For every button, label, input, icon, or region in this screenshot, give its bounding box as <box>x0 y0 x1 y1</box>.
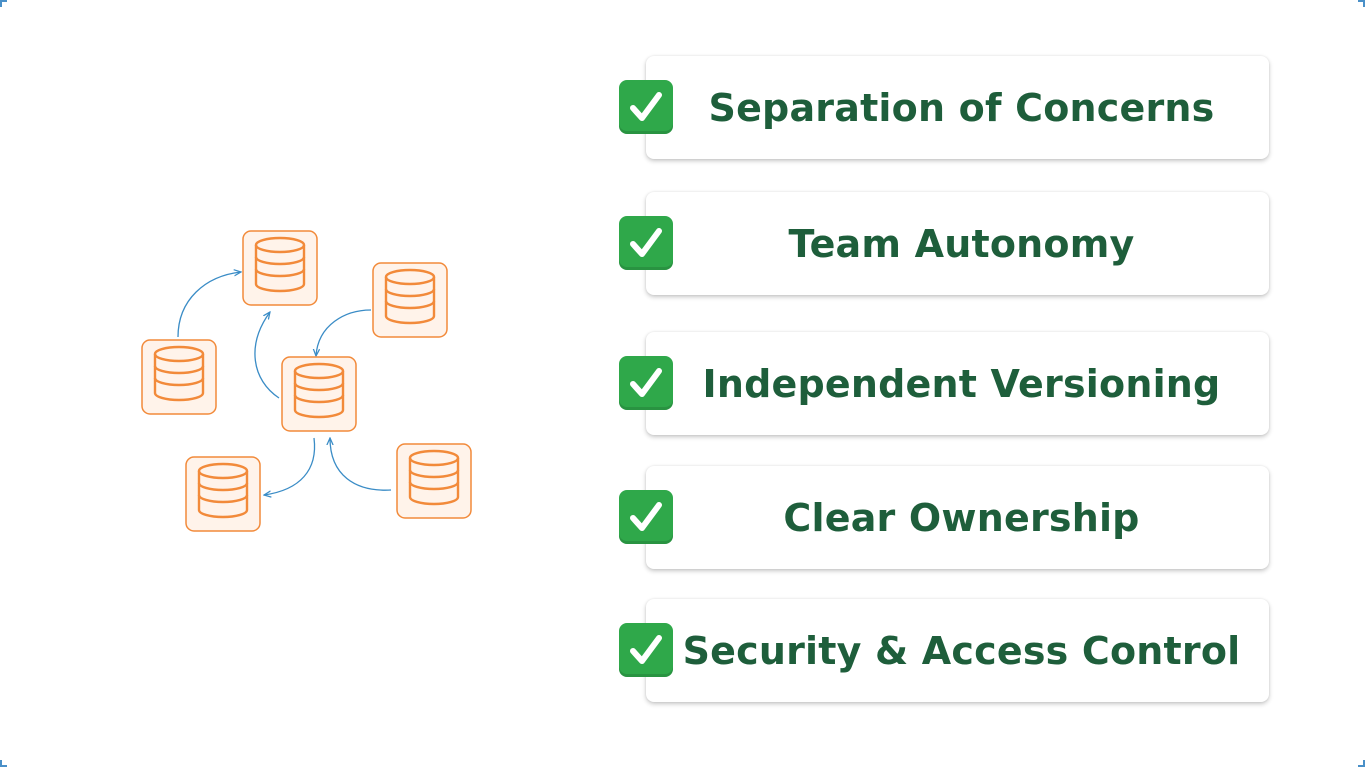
database-icon <box>242 230 318 306</box>
database-icon <box>281 356 357 432</box>
benefit-label: Clear Ownership <box>783 495 1140 540</box>
slide-corner-marker <box>1358 760 1365 767</box>
benefit-card: Separation of Concerns <box>646 56 1269 159</box>
check-mark-icon <box>619 356 673 410</box>
slide-corner-marker <box>1358 0 1365 7</box>
check-mark-icon <box>619 80 673 134</box>
dependency-arrow <box>264 437 316 495</box>
benefit-label: Separation of Concerns <box>708 85 1215 130</box>
slide-corner-marker <box>0 0 7 7</box>
dependency-arrow <box>316 309 372 356</box>
check-mark-icon <box>619 216 673 270</box>
slide-corner-marker <box>0 760 7 767</box>
database-icon <box>141 339 217 415</box>
database-icon <box>185 456 261 532</box>
check-mark-icon <box>619 490 673 544</box>
dependency-arrow <box>330 438 392 491</box>
database-icon <box>396 443 472 519</box>
benefit-card: Clear Ownership <box>646 466 1269 569</box>
benefit-card: Team Autonomy <box>646 192 1269 295</box>
dependency-arrow <box>177 272 241 338</box>
check-mark-icon <box>619 623 673 677</box>
benefit-label: Team Autonomy <box>788 221 1135 266</box>
benefit-card: Security & Access Control <box>646 599 1269 702</box>
benefit-label: Independent Versioning <box>702 361 1221 406</box>
database-icon <box>372 262 448 338</box>
database-network-diagram <box>141 230 472 532</box>
benefit-card: Independent Versioning <box>646 332 1269 435</box>
dependency-arrow <box>254 312 280 399</box>
benefit-label: Security & Access Control <box>682 628 1241 673</box>
